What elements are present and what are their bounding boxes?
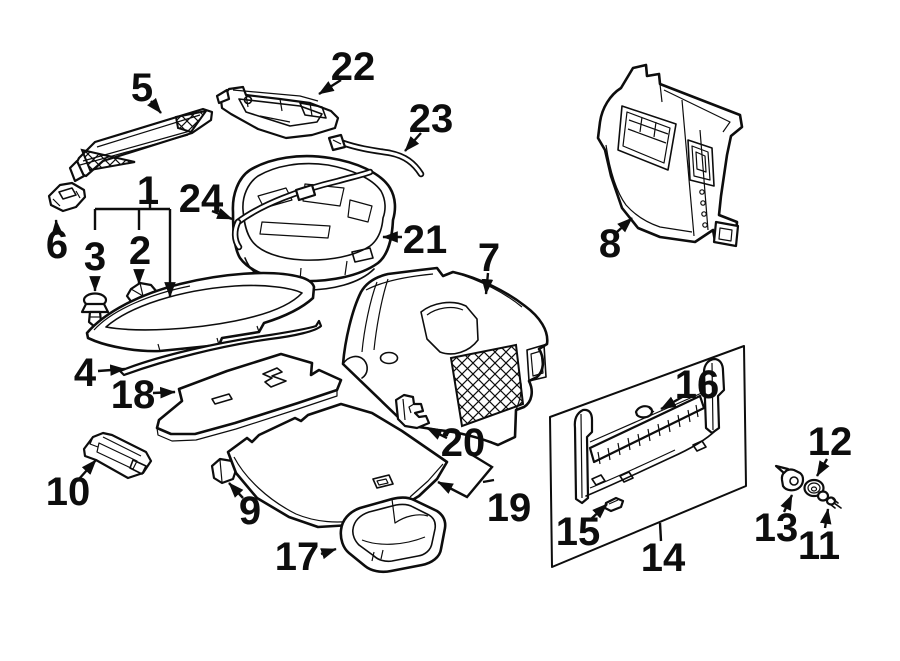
callout-17: 17 [275, 535, 320, 579]
leader-4 [97, 364, 126, 376]
callout-20: 20 [441, 421, 486, 465]
leader-20 [426, 426, 448, 440]
callout-22: 22 [331, 45, 376, 89]
part-14-rear-sill-panel-box [549, 345, 747, 568]
part-9-cap [210, 457, 238, 485]
leader-16 [660, 394, 685, 411]
part-4-trim-strip [118, 319, 323, 377]
part-23-wrench-bar [327, 133, 425, 178]
callout-7: 7 [478, 236, 500, 280]
callout-18: 18 [111, 373, 156, 417]
part-15-clip [603, 496, 625, 513]
leader-10 [78, 459, 97, 480]
leader-1-bracket [93, 200, 170, 230]
part-19-floor-mat [226, 402, 449, 529]
leader-6 [51, 219, 63, 236]
callout-23: 23 [409, 97, 454, 141]
leader-18 [152, 386, 176, 399]
leader-12 [815, 458, 830, 477]
callout-3: 3 [84, 235, 106, 279]
leader-9 [228, 482, 244, 499]
leader-7 [481, 272, 494, 295]
callout-9: 9 [239, 489, 261, 533]
callout-15: 15 [556, 510, 601, 554]
leader-11 [819, 508, 832, 529]
callout-4: 4 [74, 351, 97, 395]
callout-24: 24 [179, 177, 224, 221]
callout-13: 13 [754, 506, 799, 550]
callout-19: 19 [487, 486, 532, 530]
callout-21: 21 [403, 218, 448, 262]
leader-14 [658, 522, 663, 542]
leader-15 [589, 503, 608, 521]
leader-19-tick [482, 478, 495, 484]
leader-17 [320, 547, 337, 560]
callout-16: 16 [675, 363, 720, 407]
leader-13 [780, 494, 794, 513]
part-7-side-trim-panel [341, 266, 549, 447]
part-10-sill-trim [82, 431, 153, 480]
part-17-storage-bin [339, 496, 447, 574]
leader-24 [211, 208, 233, 221]
part-20-bracket [394, 393, 431, 430]
part-13-hook-clip [774, 464, 805, 492]
callout-2: 2 [129, 229, 151, 273]
leader-23 [404, 132, 422, 152]
leader-8 [616, 217, 633, 233]
callout-10: 10 [46, 470, 91, 514]
callout-5: 5 [131, 66, 153, 110]
callout-11: 11 [798, 524, 840, 568]
callout-1: 1 [137, 169, 159, 213]
part-3-push-pin-clip [80, 292, 110, 329]
part-16-clip [634, 405, 655, 419]
leader-5 [147, 97, 162, 114]
part-22-jack [215, 85, 340, 140]
part-6-bracket [47, 181, 87, 213]
part-11-screw [816, 490, 842, 509]
leader-22 [318, 78, 342, 96]
part-1-package-shelf-trim [85, 271, 316, 353]
callout-numbers: 1 2 3 4 5 6 7 8 9 10 11 12 13 14 15 16 1… [46, 45, 853, 580]
part-5-cargo-cover [68, 107, 214, 183]
callout-leaders [51, 78, 832, 560]
part-24-hold-down-strap [231, 168, 374, 251]
part-14-rear-sill-panel [573, 357, 726, 505]
part-21-tool-box-tray [231, 154, 397, 291]
callout-12: 12 [808, 420, 853, 464]
part-8-partition-panel [596, 63, 744, 248]
callout-6: 6 [46, 223, 68, 267]
callout-14: 14 [641, 536, 686, 580]
part-18-floor-panel [155, 352, 343, 442]
callout-8: 8 [599, 222, 621, 266]
leader-19 [437, 451, 494, 499]
